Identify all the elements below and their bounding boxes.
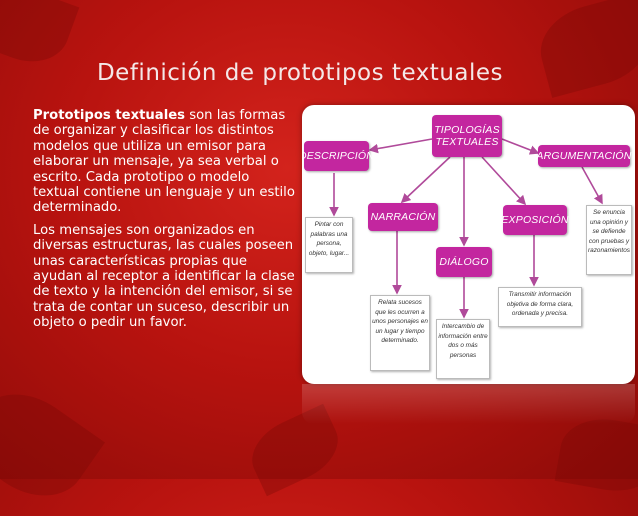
background-leaf	[554, 411, 638, 499]
note-argumentacion: Se enuncia una opinión y se defiende con…	[586, 205, 632, 275]
paragraph-1-rest: son las formas de organizar y clasificar…	[33, 108, 295, 216]
node-dialogo: DIÁLOGO	[436, 247, 492, 277]
diagram-reflection	[302, 384, 635, 424]
note-dialogo: Intercambio de información entre dos o m…	[436, 319, 490, 379]
root-line-1: TIPOLOGÍAS	[434, 124, 500, 136]
paragraph-1: Prototipos textuales son las formas de o…	[33, 108, 295, 216]
slide-title: Definición de prototipos textuales	[96, 60, 504, 86]
node-argumentacion: ARGUMENTACIÓN	[536, 145, 631, 167]
root-line-2: TEXTUALES	[435, 136, 499, 148]
node-narracion: NARRACIÓN	[368, 203, 438, 231]
paragraph-2: Los mensajes son organizados en diversas…	[33, 222, 295, 331]
connector-lines	[329, 138, 603, 319]
term-bold: Prototipos textuales	[33, 108, 186, 123]
note-narracion: Relata sucesos que les ocurren a unos pe…	[370, 295, 430, 371]
note-descripcion: Pintar con palabras una persona, objeto,…	[305, 217, 353, 273]
node-descripcion: DESCRIPCIÓN	[302, 141, 374, 171]
note-exposicion: Transmitir información objetiva de forma…	[498, 287, 582, 327]
background-leaf	[0, 373, 105, 516]
concept-map: TIPOLOGÍAS TEXTUALES DESCRIPCIÓN ARGUMEN…	[302, 105, 635, 384]
body-text: Prototipos textuales son las formas de o…	[33, 108, 295, 338]
root-node: TIPOLOGÍAS TEXTUALES	[432, 115, 502, 157]
node-exposicion: EXPOSICIÓN	[501, 205, 568, 235]
